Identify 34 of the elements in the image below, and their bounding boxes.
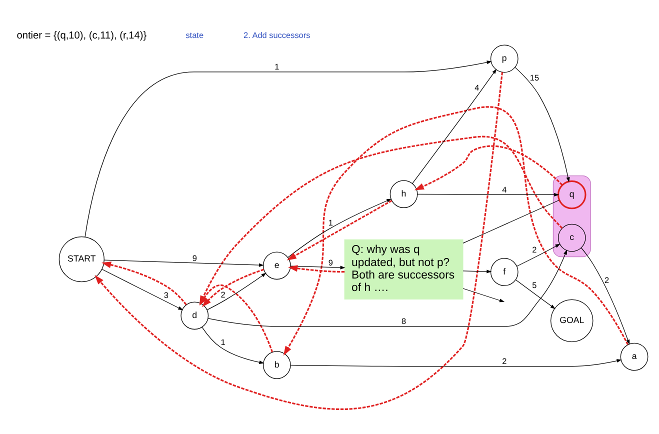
arrow	[102, 268, 184, 310]
arrow	[516, 244, 560, 267]
node-circle: c	[558, 224, 586, 252]
arrow	[208, 250, 568, 327]
arrow	[462, 270, 492, 274]
arrow	[202, 327, 264, 364]
arrow	[283, 106, 628, 356]
node-circle: e	[262, 252, 291, 280]
arrow	[206, 272, 266, 310]
node-circle: b	[262, 351, 291, 379]
node-circle: d	[180, 302, 209, 330]
arrow	[414, 145, 563, 190]
connector	[462, 200, 560, 244]
arrow	[515, 279, 556, 310]
arrow	[102, 262, 187, 306]
arrow	[104, 260, 264, 267]
arrow	[84, 60, 492, 238]
arrow	[462, 288, 505, 302]
node-circle: START	[58, 236, 104, 282]
node-circle: h	[390, 180, 418, 208]
arrow	[417, 192, 560, 196]
node-box: Q: why was q updated, but not p? Both are successors of h ….	[344, 239, 464, 300]
node-circle: f	[490, 258, 518, 286]
arrow	[290, 359, 622, 367]
arrow	[514, 66, 570, 182]
arrow	[202, 268, 264, 308]
arrow	[580, 247, 630, 345]
arrow	[290, 266, 346, 270]
arrow	[412, 68, 497, 184]
arrow	[288, 265, 345, 273]
node-circle: a	[620, 342, 648, 371]
node-circle: q	[557, 180, 586, 210]
arrow	[94, 72, 504, 410]
label: ontier = {(q,10), (c,11), (r,14)}	[16, 30, 147, 42]
